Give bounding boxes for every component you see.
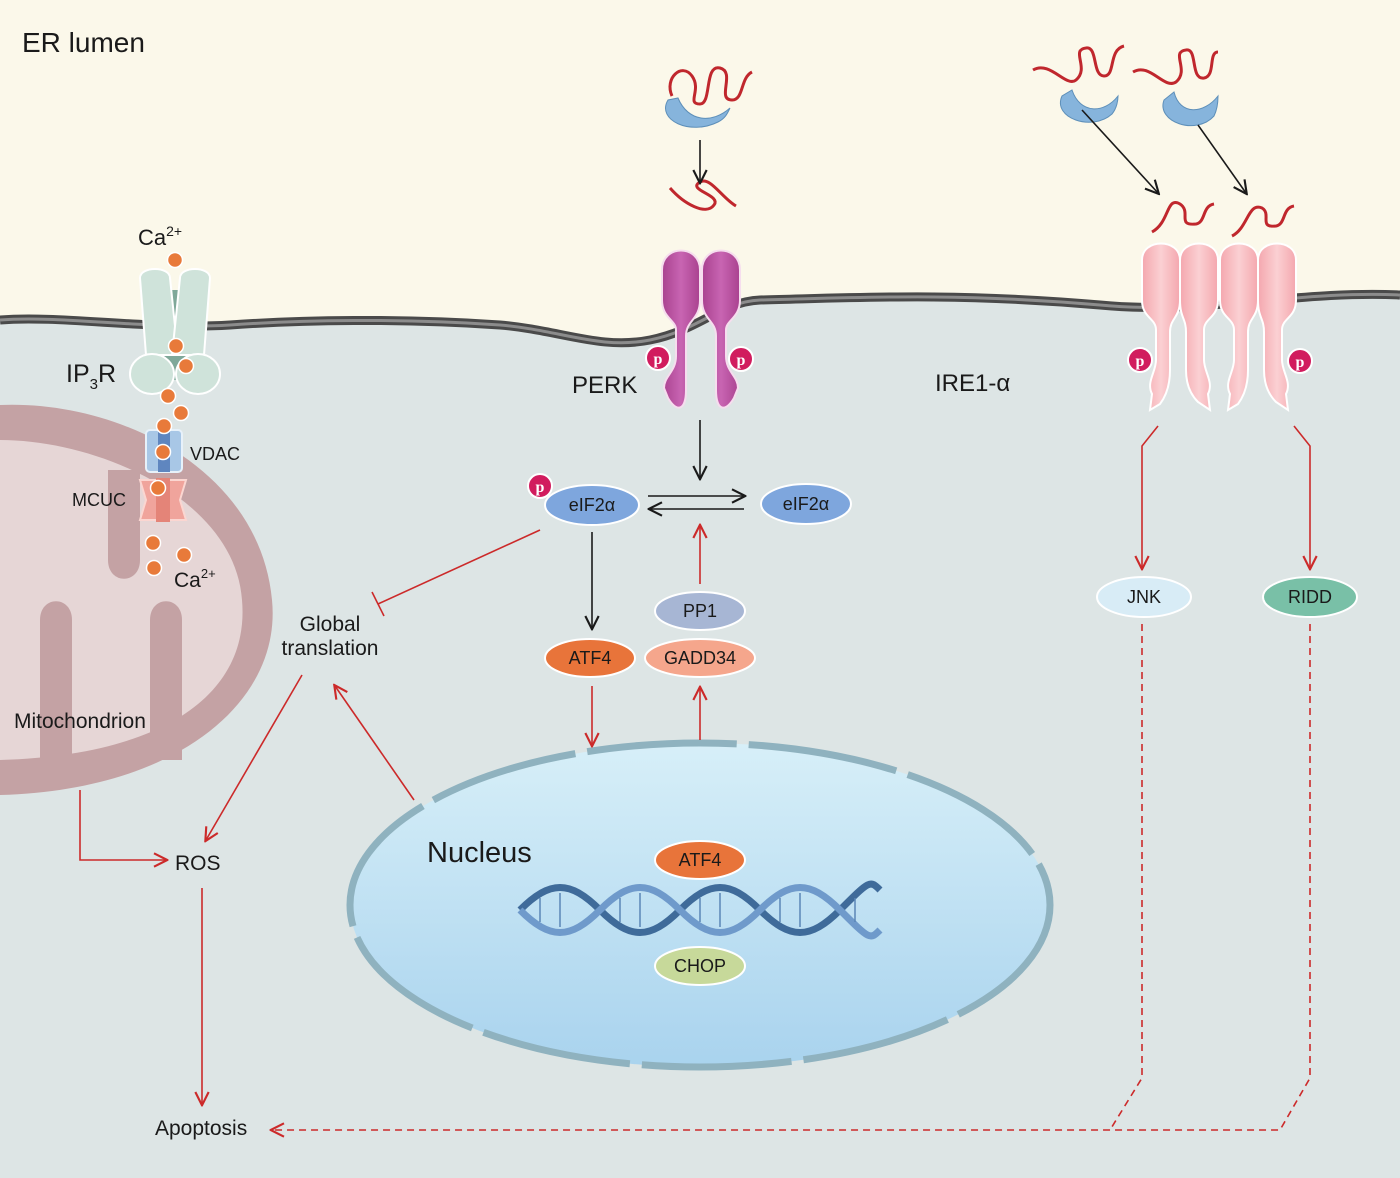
ca-label-bottom: Ca2+	[174, 566, 216, 592]
svg-text:p: p	[654, 351, 663, 368]
node-gadd34: GADD34	[644, 638, 756, 678]
mcuc-label: MCUC	[72, 490, 126, 510]
bip-unfolded-protein-perk	[665, 66, 753, 128]
node-eif2a: eIF2α	[760, 483, 852, 525]
global-translation-label-line2: translation	[282, 637, 379, 660]
ire1-receptor	[1141, 200, 1297, 413]
phospho-badge: p	[527, 473, 553, 499]
phospho-badge: p	[1127, 347, 1153, 373]
bip-unfolded-protein-ire1-right	[1132, 48, 1219, 127]
svg-text:CHOP: CHOP	[674, 956, 726, 976]
svg-text:GADD34: GADD34	[664, 648, 736, 668]
apoptosis-label: Apoptosis	[155, 1117, 247, 1140]
svg-text:ATF4: ATF4	[679, 850, 722, 870]
ca-label-top: Ca2+	[138, 223, 182, 250]
svg-text:PP1: PP1	[683, 601, 717, 621]
perk-label: PERK	[572, 372, 637, 399]
svg-text:eIF2α: eIF2α	[569, 495, 615, 515]
signaling-arrows-red	[79, 425, 1310, 1104]
mitochondrion-label: Mitochondrion	[14, 710, 146, 733]
calcium-ions	[144, 251, 195, 577]
node-atf4: ATF4	[544, 638, 636, 678]
global-translation-label-line1: Global	[300, 613, 361, 636]
svg-text:JNK: JNK	[1127, 587, 1161, 607]
svg-text:p: p	[536, 479, 545, 496]
ire1-label: IRE1-α	[935, 370, 1010, 397]
node-jnk: JNK	[1096, 576, 1192, 618]
node-eif2a-phospho: eIF2α	[544, 484, 640, 526]
svg-text:p: p	[1296, 354, 1305, 371]
dashed-apoptosis-paths	[272, 624, 1311, 1130]
node-pp1: PP1	[654, 591, 746, 631]
svg-text:RIDD: RIDD	[1288, 587, 1332, 607]
phospho-badge: p	[1287, 348, 1313, 374]
ip3r-label: IP3R	[66, 360, 116, 393]
node-chop: CHOP	[654, 946, 746, 986]
nucleus-label: Nucleus	[427, 837, 532, 869]
er-lumen-label: ER lumen	[22, 27, 145, 58]
phospho-badge: p	[645, 345, 671, 371]
svg-text:p: p	[737, 352, 746, 369]
bip-unfolded-protein-ire1-left	[1032, 44, 1125, 123]
phospho-badge: p	[728, 346, 754, 372]
perk-receptor	[661, 179, 741, 409]
svg-text:eIF2α: eIF2α	[783, 494, 829, 514]
node-atf4-nucleus: ATF4	[654, 840, 746, 880]
node-ridd: RIDD	[1262, 576, 1358, 618]
svg-text:p: p	[1136, 353, 1145, 370]
dna-helix	[517, 880, 883, 940]
inhibition-line	[371, 529, 541, 617]
vdac-label: VDAC	[190, 444, 240, 464]
ros-label: ROS	[175, 852, 221, 875]
svg-text:ATF4: ATF4	[569, 648, 612, 668]
perk-activation-arrows	[592, 109, 1246, 628]
